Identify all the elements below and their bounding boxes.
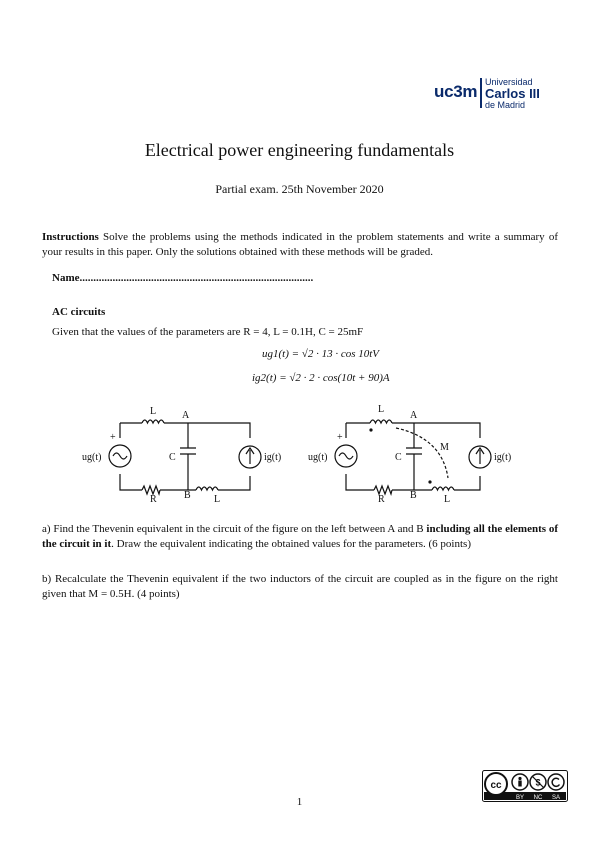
mutual-coupling-line	[395, 427, 449, 479]
equation-ig2: ig2(t) = √2 · 2 · cos(10t + 90)A	[252, 372, 390, 384]
right-capacitor	[406, 447, 422, 455]
circuit-left-labels: L A + ug(t) C ig(t) R B L	[82, 406, 281, 505]
left-inductor-top	[141, 419, 165, 425]
left-source-sine	[112, 452, 128, 460]
circuit-figures: L A + ug(t) C ig(t) R B L L A + ug(t) C …	[82, 404, 511, 505]
right-label-C: C	[395, 452, 402, 463]
left-capacitor	[180, 447, 196, 455]
right-label-L-top: L	[378, 404, 384, 415]
right-current-arrow	[475, 446, 485, 464]
dot-top	[369, 428, 373, 432]
left-label-ig: ig(t)	[264, 452, 281, 463]
left-inductor-bottom	[195, 486, 219, 492]
problem-a: a) Find the Thevenin equivalent in the c…	[42, 522, 558, 552]
cc-license-badge: cc $ BY NC SA	[482, 770, 568, 802]
logo-divider	[480, 78, 482, 108]
nc-label: NC	[534, 795, 543, 801]
left-label-R: R	[150, 494, 157, 505]
right-resistor	[373, 484, 393, 497]
logo-line3: de Madrid	[485, 100, 526, 110]
left-resistor	[141, 484, 161, 497]
given-parameters: Given that the values of the parameters …	[52, 326, 364, 338]
right-label-A: A	[410, 410, 418, 421]
right-inductor-bottom	[431, 486, 455, 492]
right-label-B: B	[410, 490, 417, 501]
name-field: Name....................................…	[52, 272, 314, 284]
right-current-source	[468, 445, 492, 469]
instructions-label: Instructions	[42, 231, 99, 243]
sa-icon	[547, 773, 565, 791]
page-number: 1	[296, 796, 303, 808]
right-voltage-source	[334, 444, 358, 468]
left-current-source	[238, 445, 262, 469]
by-label: BY	[516, 795, 524, 801]
left-label-A: A	[182, 410, 190, 421]
problem-a-text1: a) Find the Thevenin equivalent in the c…	[42, 523, 427, 535]
logo-line1: Universidad	[485, 77, 533, 87]
left-wires	[119, 422, 251, 491]
cc-text: cc	[490, 780, 502, 791]
right-source-sine	[338, 452, 354, 460]
left-label-plus: +	[110, 432, 116, 443]
circuit-right-labels: L A + ug(t) C M ig(t) R B L	[308, 404, 511, 505]
right-label-plus: +	[337, 432, 343, 443]
right-label-ig: ig(t)	[494, 452, 511, 463]
dot-bottom	[428, 480, 432, 484]
right-label-L-bottom: L	[444, 494, 450, 505]
problem-a-bold: including all the elements of the circui…	[42, 523, 559, 550]
left-current-arrow	[245, 446, 255, 464]
equation-ug1: ug1(t) = √2 · 13 · cos 10tV	[262, 348, 380, 360]
university-logo: uc3m Universidad Carlos III de Madrid	[420, 74, 570, 114]
right-label-M: M	[440, 442, 449, 453]
left-label-L-top: L	[150, 406, 156, 417]
right-label-R: R	[378, 494, 385, 505]
page-title: Electrical power engineering fundamental…	[144, 140, 455, 160]
right-label-ug: ug(t)	[308, 452, 327, 463]
left-voltage-source	[108, 444, 132, 468]
instructions: Instructions Solve the problems using th…	[42, 230, 558, 260]
cc-icon	[484, 772, 508, 796]
left-label-ug: ug(t)	[82, 452, 101, 463]
left-label-C: C	[169, 452, 176, 463]
right-wires	[345, 422, 481, 491]
logo-uc3m: uc3m	[434, 82, 478, 101]
problem-b: b) Recalculate the Thevenin equivalent i…	[42, 573, 558, 600]
exam-subtitle: Partial exam. 25th November 2020	[215, 182, 384, 196]
circuit-right	[334, 419, 492, 497]
instructions-text: Solve the problems using the methods ind…	[42, 231, 558, 258]
left-label-B: B	[184, 490, 191, 501]
section-heading: AC circuits	[52, 306, 106, 318]
logo-line2: Carlos III	[485, 86, 540, 101]
right-inductor-top	[369, 419, 393, 425]
left-label-L-bottom: L	[214, 494, 220, 505]
svg-text:$: $	[535, 778, 540, 788]
circuit-left	[108, 419, 262, 497]
problem-a-text2: . Draw the equivalent indicating the obt…	[111, 538, 471, 550]
circuit-right-dots	[369, 428, 432, 484]
sa-label: SA	[552, 795, 560, 801]
